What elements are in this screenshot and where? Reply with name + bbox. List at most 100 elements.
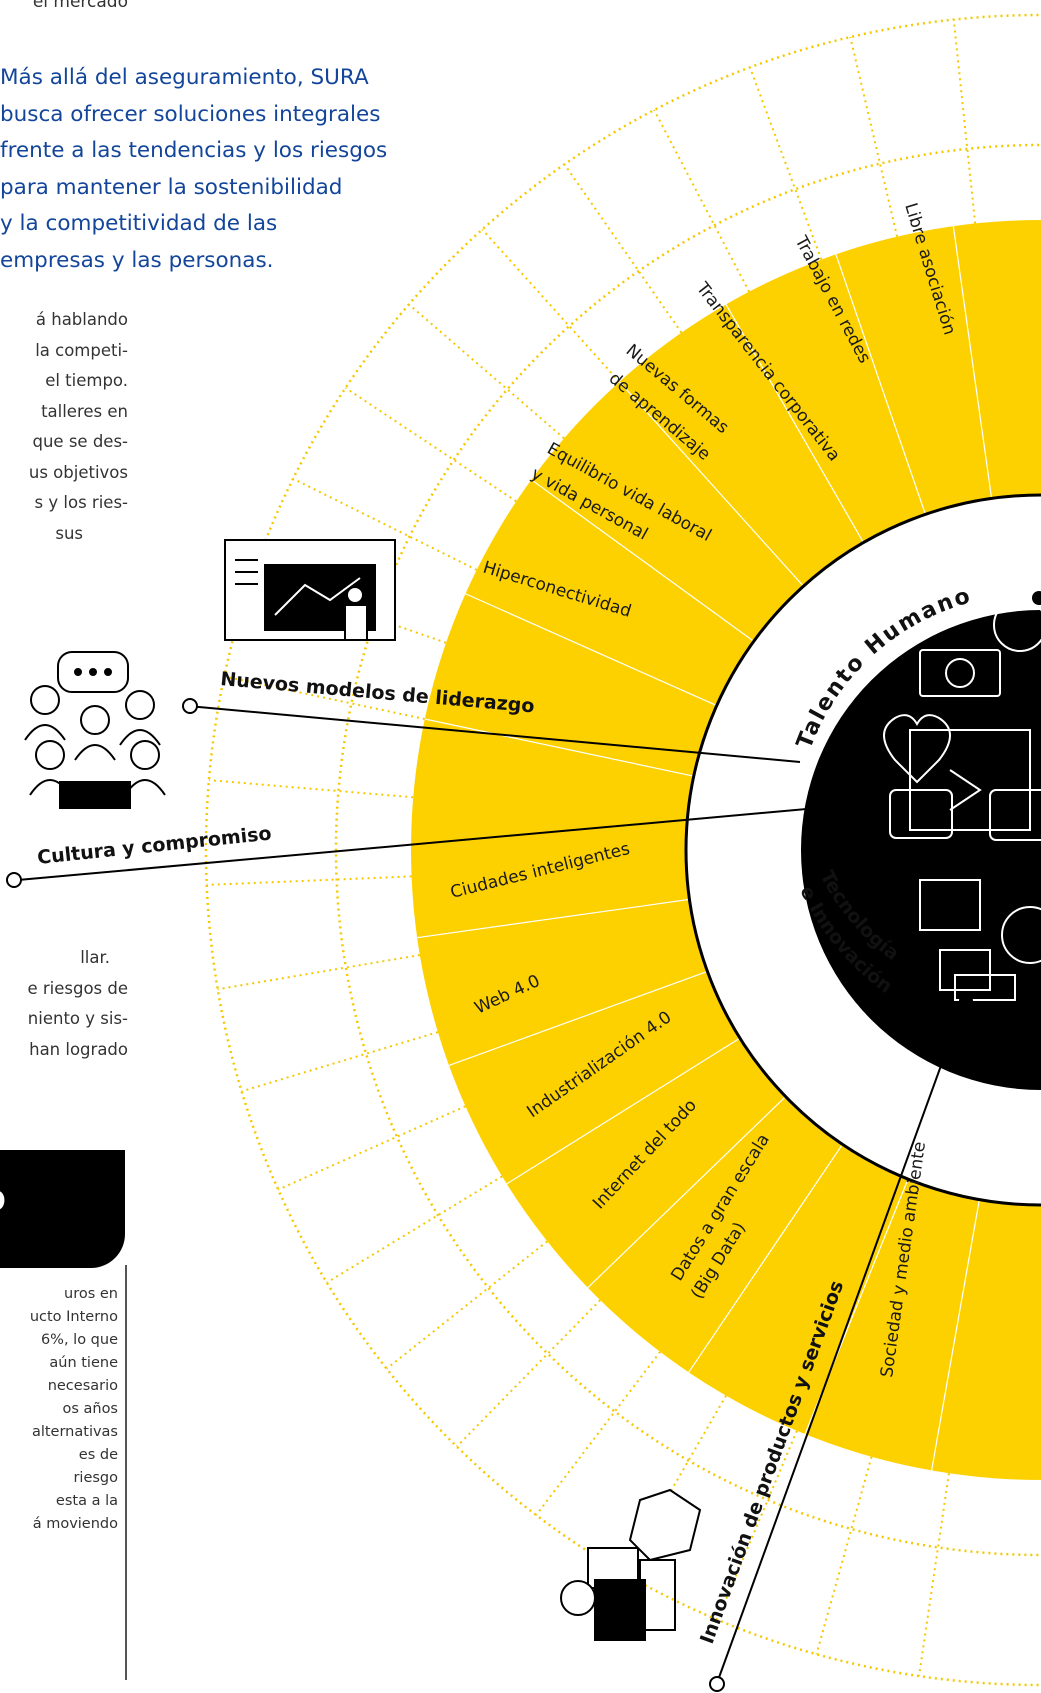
sidebox-header: O (0, 1150, 125, 1268)
team-chat-icon (24, 651, 166, 809)
highlight-quote: Más allá del aseguramiento, SURA busca o… (0, 60, 440, 279)
dotted-spoke (277, 1105, 466, 1191)
sidebox-line: 6%, lo que (40, 1332, 118, 1348)
body-line: us objetivos (28, 462, 128, 482)
dotted-spoke (481, 228, 621, 383)
sidebox-line: es de (78, 1447, 118, 1463)
sidebox-line: necesario (47, 1378, 118, 1394)
dotted-spoke (716, 1430, 798, 1621)
outer-dotted-ring (205, 14, 1041, 1686)
sidebox-line: os años (62, 1401, 118, 1417)
body-line: niento y sis- (27, 1009, 128, 1028)
sidebox-text: uros en ucto Interno 6%, lo que aún tien… (0, 1283, 118, 1536)
presentation-chart-icon (224, 539, 396, 641)
dotted-spoke (241, 1031, 439, 1093)
dotted-spoke (206, 875, 412, 886)
callout-node (6, 872, 22, 888)
segment-divider (619, 381, 804, 587)
segment-divider (835, 254, 926, 515)
dotted-spoke (456, 1299, 601, 1448)
segment-divider (465, 593, 717, 707)
hand-tablet-icon (560, 1488, 702, 1641)
body-line: talleres en (41, 401, 128, 421)
dotted-spoke (208, 779, 414, 799)
window-icon (909, 729, 1031, 831)
body-text-upper: á hablando la competi- el tiempo. taller… (0, 305, 128, 549)
dotted-spoke (849, 36, 899, 237)
callout-line-innovacion (716, 1004, 964, 1684)
body-line: sus (55, 523, 83, 543)
dotted-spoke (292, 477, 478, 571)
chat-bubble-icon (989, 789, 1041, 841)
callout-line-liderazgo (187, 705, 801, 763)
body-line: el tiempo. (45, 371, 128, 390)
dotted-spoke (224, 675, 425, 720)
ring-node (959, 994, 973, 1008)
body-line: á hablando (35, 310, 128, 329)
segment-divider (424, 718, 694, 777)
callout-line-cultura (17, 805, 841, 881)
sidebox-divider (125, 1265, 127, 1680)
segment-divider (417, 898, 690, 939)
dotted-spoke (918, 1473, 950, 1677)
sidebox-line: riesgo (73, 1470, 118, 1486)
heart-icon (883, 714, 951, 784)
callout-label-cultura: Cultura y compromiso (36, 823, 272, 869)
sidebox-header-char: O (0, 1184, 6, 1217)
quote-line: Más allá del aseguramiento, SURA (0, 65, 369, 90)
dotted-spoke (952, 19, 977, 224)
dotted-spoke (622, 1395, 727, 1574)
quote-line: busca ofrecer soluciones integrales (0, 101, 381, 127)
dotted-spoke (535, 1351, 661, 1516)
body-line: han logrado (29, 1039, 128, 1059)
dotted-spoke (408, 303, 565, 440)
top-text-fragment: el mercado (32, 0, 128, 12)
body-line: llar. (80, 948, 110, 967)
segment-divider (506, 1037, 741, 1185)
dotted-spoke (653, 109, 751, 293)
segment-divider (530, 479, 755, 642)
ring-node (1032, 591, 1041, 605)
dotted-spoke (326, 1175, 503, 1284)
connector-icon (954, 974, 1016, 1001)
segment-divider (688, 1143, 843, 1373)
sidebox-line: esta a la (55, 1493, 118, 1509)
dotted-spoke (344, 387, 517, 503)
segment-dividers (417, 226, 993, 1471)
segment-divider (448, 970, 708, 1067)
quote-line: para mantener la sostenibilidad (0, 174, 343, 200)
callout-node (709, 1676, 725, 1692)
dotted-spoke (815, 1456, 873, 1655)
body-line: e riesgos de (27, 978, 128, 998)
dotted-spoke (385, 1240, 548, 1370)
quote-line: frente a las tendencias y los riesgos (0, 138, 388, 163)
body-line: la competi- (35, 340, 128, 360)
sidebox-line: á moviendo (32, 1516, 118, 1532)
id-card-icon (939, 949, 991, 991)
money-icon (919, 649, 1001, 697)
play-icon (949, 769, 982, 811)
ring-node (823, 801, 837, 815)
quote-line: y la competitividad de las (0, 211, 278, 236)
sidebox-line: ucto Interno (29, 1309, 118, 1325)
segment-divider (931, 1199, 980, 1471)
award-icon (919, 879, 981, 931)
body-line: que se des- (32, 432, 129, 451)
dotted-spoke (749, 67, 823, 260)
sidebox-line: aún tiene (49, 1355, 118, 1371)
gear-icon (1001, 906, 1041, 964)
middle-dotted-ring (334, 143, 1041, 1557)
dotted-spoke (563, 163, 683, 334)
body-text-lower: llar. e riesgos de niento y sis- han log… (0, 943, 128, 1065)
virus-icon (993, 598, 1041, 652)
sidebox-line: uros en (64, 1286, 118, 1302)
segment-divider (952, 226, 993, 499)
coin-icon (945, 658, 975, 688)
segment-divider (587, 1096, 787, 1289)
body-line: s y los ries- (34, 493, 128, 512)
chat-bubble-icon (889, 789, 953, 839)
callout-node (182, 698, 198, 714)
technology-collage-icon (883, 598, 1041, 1001)
sidebox-line: alternativas (31, 1424, 118, 1440)
